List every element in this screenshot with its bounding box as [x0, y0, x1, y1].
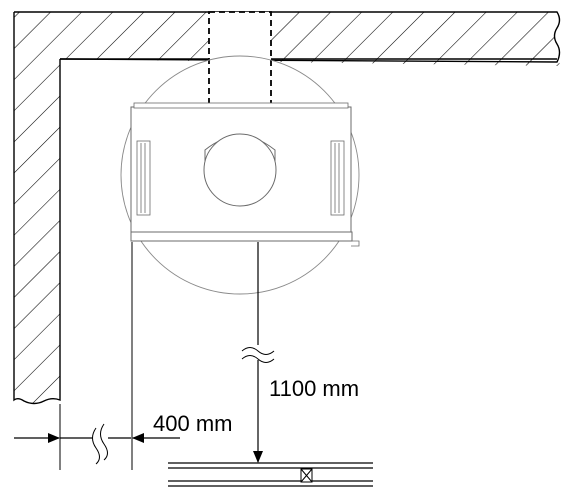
left-grille: [136, 140, 151, 216]
ceiling-clearance-dimension: 1100 mm: [241, 242, 359, 463]
floor-rails: [168, 462, 373, 487]
break-mark-vertical: [241, 347, 275, 355]
break-mark-horizontal: [92, 427, 100, 465]
unit-bracket: [351, 240, 360, 247]
wall-clearance-label: 400 mm: [153, 411, 232, 436]
service-swing-circle: [120, 55, 360, 295]
indoor-unit: [130, 102, 360, 247]
ceiling-wall-hatched: [14, 12, 560, 405]
unit-bottom-panel: [130, 231, 353, 242]
wall-and-ceiling: [13, 11, 561, 405]
ceiling-clearance-label: 1100 mm: [269, 376, 359, 401]
ceiling-outline: [14, 11, 561, 63]
duct-dashed-outline: [208, 11, 272, 107]
wall-outline: [13, 12, 61, 405]
wall-clearance-dimension: 400 mm: [14, 242, 232, 470]
right-grille: [330, 140, 345, 216]
unit-top-rail: [133, 102, 349, 109]
spigot-circle: [203, 133, 277, 207]
